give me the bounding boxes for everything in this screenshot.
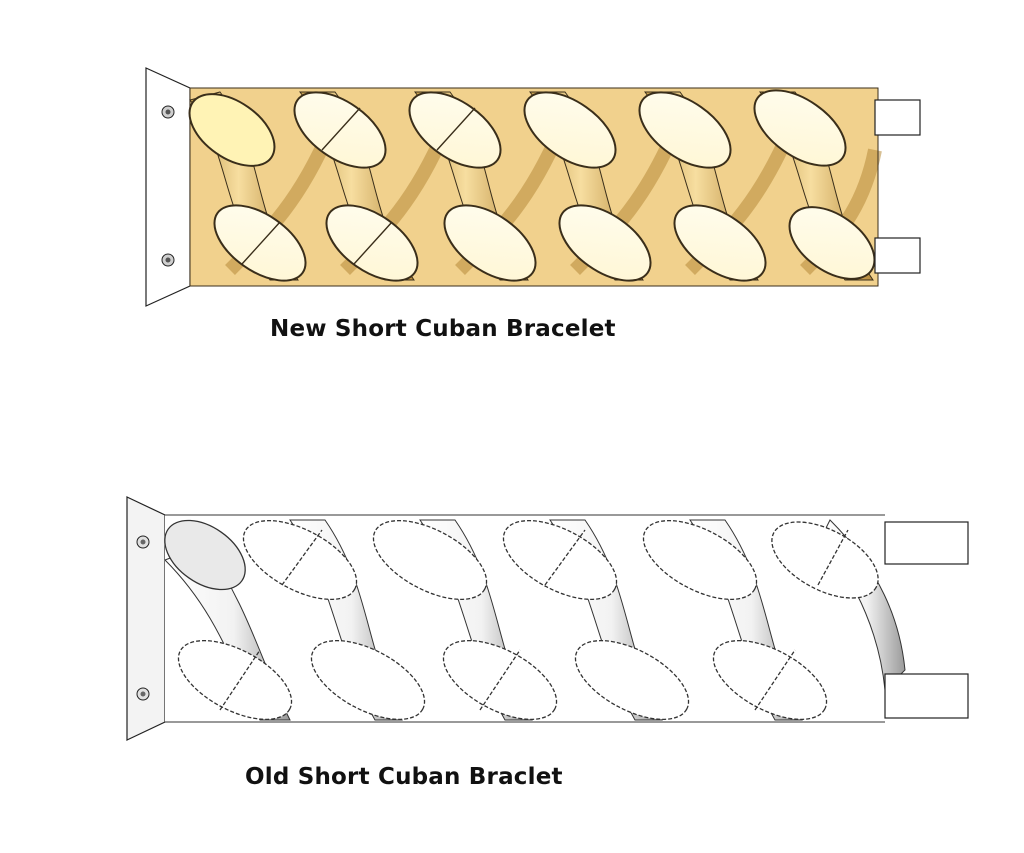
old-link-faces-top bbox=[164, 519, 879, 601]
old-link-faces-bottom bbox=[177, 639, 828, 721]
new-bracelet-drawing bbox=[145, 67, 921, 307]
old-end-tab-top bbox=[884, 521, 969, 565]
screw-icon bbox=[161, 253, 175, 267]
new-clasp-plate bbox=[145, 67, 191, 307]
screw-icon bbox=[136, 687, 150, 701]
screw-icon bbox=[161, 105, 175, 119]
old-clasp-plate bbox=[126, 496, 166, 741]
new-end-tab-bottom bbox=[874, 237, 921, 274]
new-link-faces-bottom bbox=[213, 204, 876, 282]
new-link-faces-top bbox=[188, 89, 847, 169]
new-bracelet-caption: New Short Cuban Bracelet bbox=[270, 316, 616, 342]
old-end-tab-bottom bbox=[884, 673, 969, 719]
new-end-tab-top bbox=[874, 99, 921, 136]
old-bracelet-drawing bbox=[126, 496, 969, 741]
old-bracelet-caption: Old Short Cuban Braclet bbox=[245, 764, 563, 790]
screw-icon bbox=[136, 535, 150, 549]
